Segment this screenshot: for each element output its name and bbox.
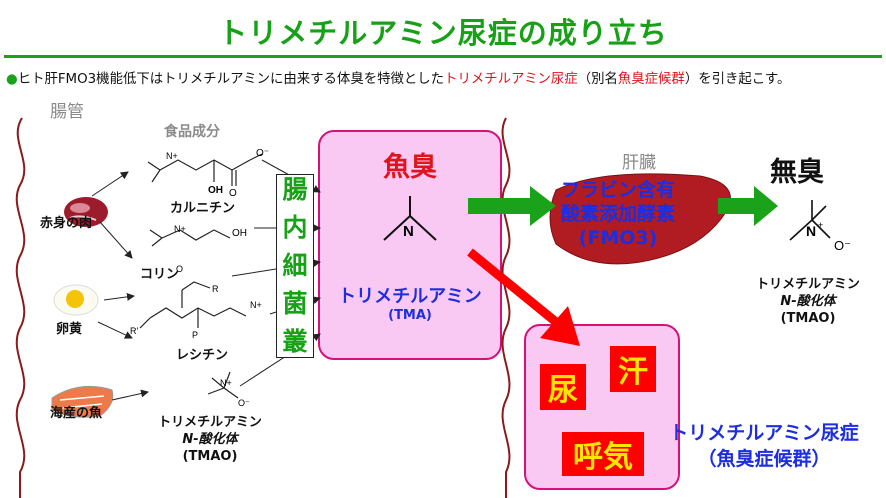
intestine-label: 腸管 — [50, 102, 84, 122]
intestine-wall-right — [501, 117, 511, 498]
egg-illustration — [53, 284, 99, 316]
food-components-label: 食品成分 — [164, 124, 220, 140]
food-egg-yolk: 卵黄 — [56, 322, 83, 337]
carnitine-o: O — [229, 188, 237, 199]
disease-line1: トリメチルアミン尿症 — [669, 422, 859, 444]
choline-structure — [149, 229, 231, 247]
red-meat-illustration — [64, 197, 108, 227]
gut-bacteria-char-1: 腸 — [282, 175, 308, 204]
lecithin-p: P — [192, 330, 198, 340]
red-arrow-to-symptoms — [467, 248, 580, 346]
molecule-tmao-food: トリメチルアミン N-酸化体 (TMAO) — [150, 414, 270, 465]
product-tmao-abbr: (TMAO) — [780, 311, 836, 326]
fmo3-line3: (FMO3) — [578, 227, 658, 249]
tmao-product-plus: + — [818, 220, 823, 230]
molecule-tmao-abbr: (TMAO) — [182, 449, 238, 464]
product-tmao-name2: N-酸化体 — [780, 294, 836, 309]
intro-after: ）を引き起こす。 — [684, 72, 791, 87]
molecule-tmao-name2: N-酸化体 — [182, 432, 238, 447]
carnitine-n: N+ — [166, 151, 178, 161]
intro-middle: （別名 — [577, 72, 618, 87]
product-tmao-name1: トリメチルアミン — [756, 277, 860, 292]
gut-bacteria-char-3: 細 — [282, 251, 308, 280]
fish-illustration — [51, 385, 114, 418]
tmao-product-n: N — [806, 223, 816, 239]
tma-n: N — [403, 223, 414, 240]
fmo3-line2: 酸素添加酵素 — [560, 203, 675, 225]
title-underline — [4, 55, 882, 58]
tma-abbr: (TMA) — [388, 308, 432, 323]
carnitine-structure — [147, 153, 263, 186]
intestine-wall-left — [15, 117, 26, 498]
tmao-product-o: O⁻ — [834, 238, 851, 253]
page-title: トリメチルアミン尿症の成り立ち — [218, 16, 668, 50]
tmao-structure-food — [207, 371, 239, 399]
molecule-carnitine: カルニチン — [170, 201, 236, 216]
carnitine-oh: OH — [208, 185, 223, 196]
choline-oh: OH — [232, 228, 247, 239]
liver-label: 肝臓 — [622, 153, 656, 173]
disease-line2: （魚臭症候群） — [697, 448, 831, 470]
food-red-meat: 赤身の肉 — [40, 216, 93, 231]
lecithin-r: R — [212, 284, 219, 294]
intro-highlight-alias: 魚臭症候群 — [617, 72, 685, 87]
fmo3-label: フラビン含有 酸素添加酵素 (FMO3) — [538, 178, 698, 250]
molecule-lecithin: レシチン — [176, 348, 229, 363]
fmo3-line1: フラビン含有 — [560, 179, 675, 201]
symptom-sweat: 汗 — [610, 346, 656, 392]
food-seafood: 海産の魚 — [50, 406, 103, 421]
green-arrow-to-liver — [468, 186, 556, 226]
lecithin-n: N+ — [250, 300, 262, 310]
bullet-icon: ● — [6, 72, 18, 87]
tmao-structure-product — [789, 200, 831, 241]
tma-name: トリメチルアミン — [338, 286, 482, 307]
intro-text: ●ヒト肝FMO3機能低下はトリメチルアミンに由来する体臭を特徴としたトリメチルア… — [6, 67, 790, 87]
lecithin-o1: O — [176, 264, 183, 274]
gut-bacteria-char-4: 菌 — [282, 289, 308, 318]
molecule-tmao-name1: トリメチルアミン — [158, 415, 262, 430]
choline-n: N+ — [174, 224, 186, 234]
gut-bacteria-char-5: 叢 — [282, 327, 308, 356]
lecithin-structure — [139, 281, 247, 329]
intro-before: ヒト肝FMO3機能低下はトリメチルアミンに由来する体臭を特徴とした — [17, 72, 445, 87]
lecithin-r2: R' — [130, 326, 138, 336]
green-arrow-to-odorless — [718, 186, 778, 226]
gut-bacteria-char-2: 内 — [282, 213, 308, 242]
symptom-urine: 尿 — [540, 364, 586, 410]
carnitine-ominus: O⁻ — [256, 148, 269, 159]
symptom-breath: 呼気 — [562, 432, 644, 476]
product-tmao-label: トリメチルアミン N-酸化体 (TMAO) — [738, 276, 878, 327]
disease-label: トリメチルアミン尿症 （魚臭症候群） — [646, 420, 882, 472]
odorless-label: 無臭 — [770, 157, 824, 188]
tma-structure — [383, 196, 437, 241]
intro-highlight-disease: トリメチルアミン尿症 — [444, 72, 578, 87]
tmao-food-n: N+ — [220, 378, 232, 388]
molecule-choline: コリン — [140, 267, 180, 282]
liver-illustration — [549, 173, 731, 265]
tmao-food-o: O⁻ — [238, 398, 250, 408]
tma-odor-label: 魚臭 — [383, 152, 437, 183]
gut-bacteria-box: 腸 内 細 菌 叢 — [276, 174, 314, 358]
